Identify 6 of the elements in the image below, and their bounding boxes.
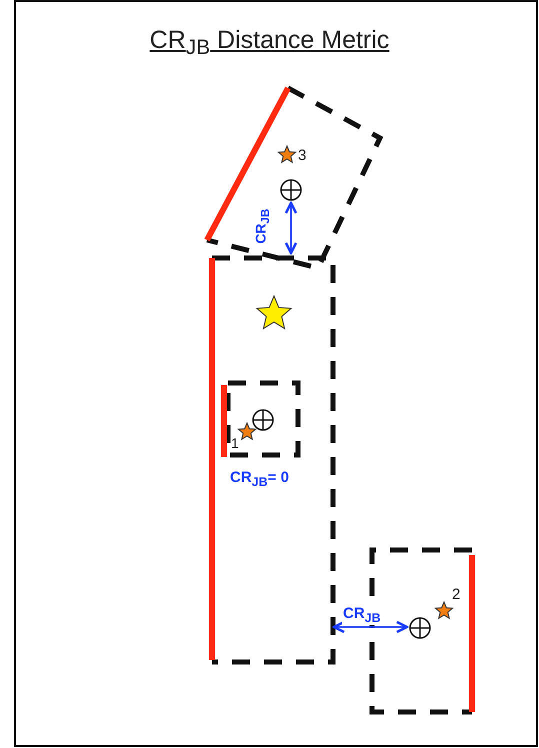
distance-label: CR$_{JB}$ [342, 606, 382, 624]
number-label: 2 [452, 587, 460, 602]
title: CR$_{JB}$ Distance Metric [150, 26, 390, 54]
number-label: 3 [298, 148, 306, 163]
distance-label: CR$_{JB}$= 0 [230, 470, 289, 488]
number-label: 1 [231, 436, 239, 450]
